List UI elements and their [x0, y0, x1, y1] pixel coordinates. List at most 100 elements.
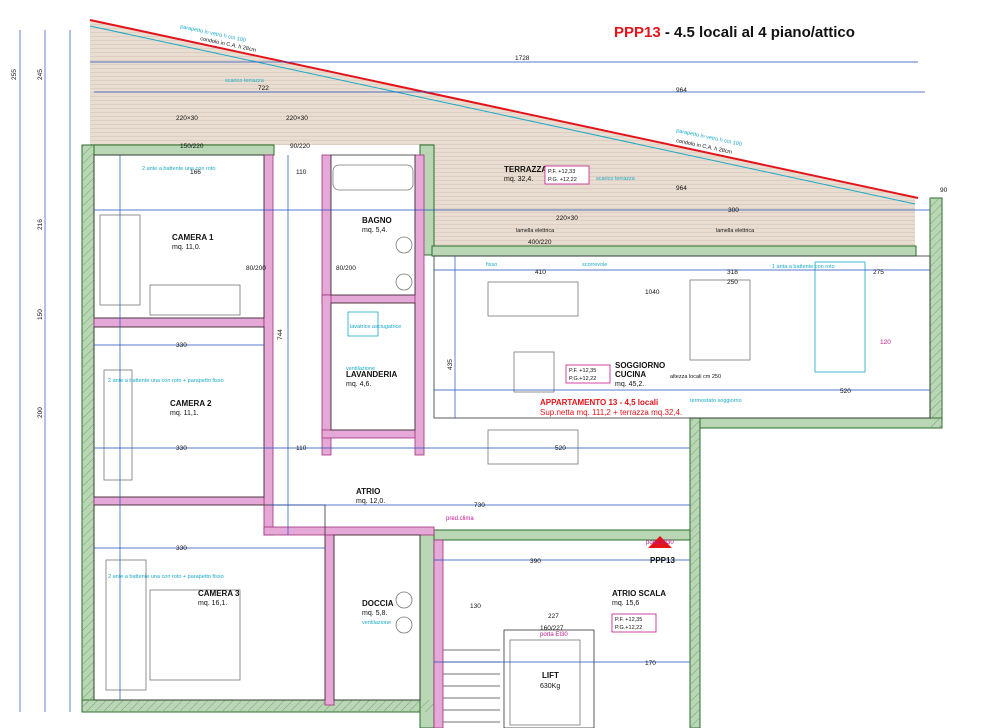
dim-245: 245: [37, 69, 44, 80]
dim-80-200-a: 80/200: [246, 265, 266, 272]
level-scala-pf: P.F. +12,35: [615, 617, 642, 623]
room-cucina-name: CUCINA: [615, 370, 646, 379]
entrance-marker: [648, 536, 672, 548]
room-lift-name: LIFT: [542, 671, 559, 680]
room-camera3-name: CAMERA 3: [198, 589, 240, 598]
dim-722: 722: [258, 85, 269, 92]
level-soggiorno-pf: P.F. +12,35: [569, 368, 596, 374]
level-terrazza-pf: P.F. +12,33: [548, 169, 575, 175]
dim-1728: 1728: [515, 55, 530, 62]
dim-330-c: 330: [176, 445, 187, 452]
tag-ppp13: PPP13: [650, 556, 675, 565]
dim-160-227: 160/227: [540, 625, 564, 632]
room-outlines: [93, 154, 931, 728]
stairs: [443, 649, 500, 723]
note-scarico-1: scarico terrazza: [225, 78, 265, 84]
room-lavanderia-area: mq. 4,6.: [346, 381, 371, 388]
dim-255: 255: [11, 69, 18, 80]
parapet-line: [89, 19, 919, 199]
room-camera2-name: CAMERA 2: [170, 399, 212, 408]
dim-330-b: 330: [176, 545, 187, 552]
note-lamella-2: lamella elettrica: [716, 228, 755, 234]
room-doccia-area: mq. 5,8.: [362, 610, 387, 617]
room-atrio-name: ATRIO: [356, 487, 380, 496]
level-boxes: [544, 165, 657, 633]
dim-150: 150: [37, 309, 44, 320]
room-lift-capacity: 630Kg: [540, 683, 560, 690]
dim-250: 250: [727, 279, 738, 286]
dim-520-a: 520: [840, 388, 851, 395]
level-soggiorno-pg: P.G.+12,22: [569, 376, 596, 382]
room-camera1-area: mq. 11,0.: [172, 244, 201, 251]
dim-110-b: 110: [296, 445, 307, 452]
note-ante-cam1: 2 ante a battente una con roto: [142, 166, 215, 172]
room-camera1-name: CAMERA 1: [172, 233, 214, 242]
dim-120: 120: [880, 339, 891, 346]
dim-730: 730: [474, 502, 485, 509]
dim-1040: 1040: [645, 289, 660, 296]
room-soggiorno-name: SOGGIORNO: [615, 361, 665, 370]
dim-227: 227: [548, 613, 559, 620]
apartment-detail: Sup.netta mq. 111,2 + terrazza mq.32,4.: [540, 408, 682, 417]
level-terrazza-pg: P.G. +12,22: [548, 177, 577, 183]
altezza-locali: altezza locali cm 250: [670, 374, 721, 380]
room-terrazza-area: mq. 32,4.: [504, 176, 533, 183]
note-porta-ei30: porta EI30: [646, 540, 674, 546]
dim-130: 130: [470, 603, 481, 610]
outer-walls-hatch: [82, 145, 942, 728]
dim-390: 390: [530, 558, 541, 565]
note-porta-ei30b: porta EI30: [540, 632, 568, 638]
terrace-top-deck: [90, 20, 915, 250]
apartment-title: APPARTAMENTO 13 - 4,5 locali: [540, 398, 658, 407]
room-bagno-name: BAGNO: [362, 216, 392, 225]
note-ante-cam2: 2 ante a battente una con roto + parapet…: [108, 378, 224, 384]
note-battente: 1 anta a battente con roto: [772, 264, 835, 270]
parapet-line-2: [89, 25, 916, 205]
dim-80-200-b: 80/200: [336, 265, 356, 272]
dim-330-a: 330: [176, 342, 187, 349]
room-atrio-area: mq. 12,0.: [356, 498, 385, 505]
note-ventilazione-1: ventilazione: [346, 366, 375, 372]
plan-subtitle: - 4.5 locali al 4 piano/attico: [660, 24, 855, 41]
note-scarico-2: scarico terrazza: [596, 176, 636, 182]
dim-90: 90: [940, 187, 948, 194]
dim-964-b: 964: [676, 185, 687, 192]
dim-216: 216: [37, 219, 44, 230]
dim-275: 275: [873, 269, 884, 276]
dim-300: 300: [728, 207, 739, 214]
dim-220x30-b: 220×30: [286, 115, 308, 122]
note-scorrevole: scorrevole: [582, 262, 607, 268]
note-termostato: termostato soggiorno: [690, 398, 742, 404]
note-lavatrice: lavatrice asciugatrice: [350, 324, 401, 330]
dim-435: 435: [447, 359, 454, 370]
dim-220x30-a: 220×30: [176, 115, 198, 122]
room-soggiorno-area: mq. 45,2.: [615, 381, 644, 388]
dim-400-220: 400/220: [528, 239, 552, 246]
dim-110: 110: [296, 169, 307, 176]
dim-744: 744: [277, 329, 284, 340]
level-scala-pg: P.G.+12,22: [615, 625, 642, 631]
room-bagno-area: mq. 5,4.: [362, 227, 387, 234]
dim-318: 318: [727, 269, 738, 276]
dim-170: 170: [645, 660, 656, 667]
room-atrio-scala-name: ATRIO SCALA: [612, 589, 666, 598]
dim-200: 200: [37, 407, 44, 418]
dim-964-a: 964: [676, 87, 687, 94]
plan-code: PPP13: [614, 24, 661, 41]
dim-410: 410: [535, 269, 546, 276]
room-camera2-area: mq. 11,1.: [170, 410, 199, 417]
dim-166: 166: [190, 169, 201, 176]
note-ante-cam3: 2 ante a battente una con roto + parapet…: [108, 574, 224, 580]
room-doccia-name: DOCCIA: [362, 599, 394, 608]
room-lavanderia-name: LAVANDERIA: [346, 370, 397, 379]
dim-520-b: 520: [555, 445, 566, 452]
note-fisso: fisso: [486, 262, 497, 268]
dim-220x30-c: 220×30: [556, 215, 578, 222]
room-atrio-scala-area: mq. 15,6: [612, 600, 639, 607]
note-pred-clima: pred.clima: [446, 516, 474, 522]
note-lamella-1: lamella elettrica: [516, 228, 555, 234]
dimension-lines: [19, 30, 930, 712]
page-title: PPP13 - 4.5 locali al 4 piano/attico: [614, 24, 855, 41]
dim-90-220: 90/220: [290, 143, 310, 150]
